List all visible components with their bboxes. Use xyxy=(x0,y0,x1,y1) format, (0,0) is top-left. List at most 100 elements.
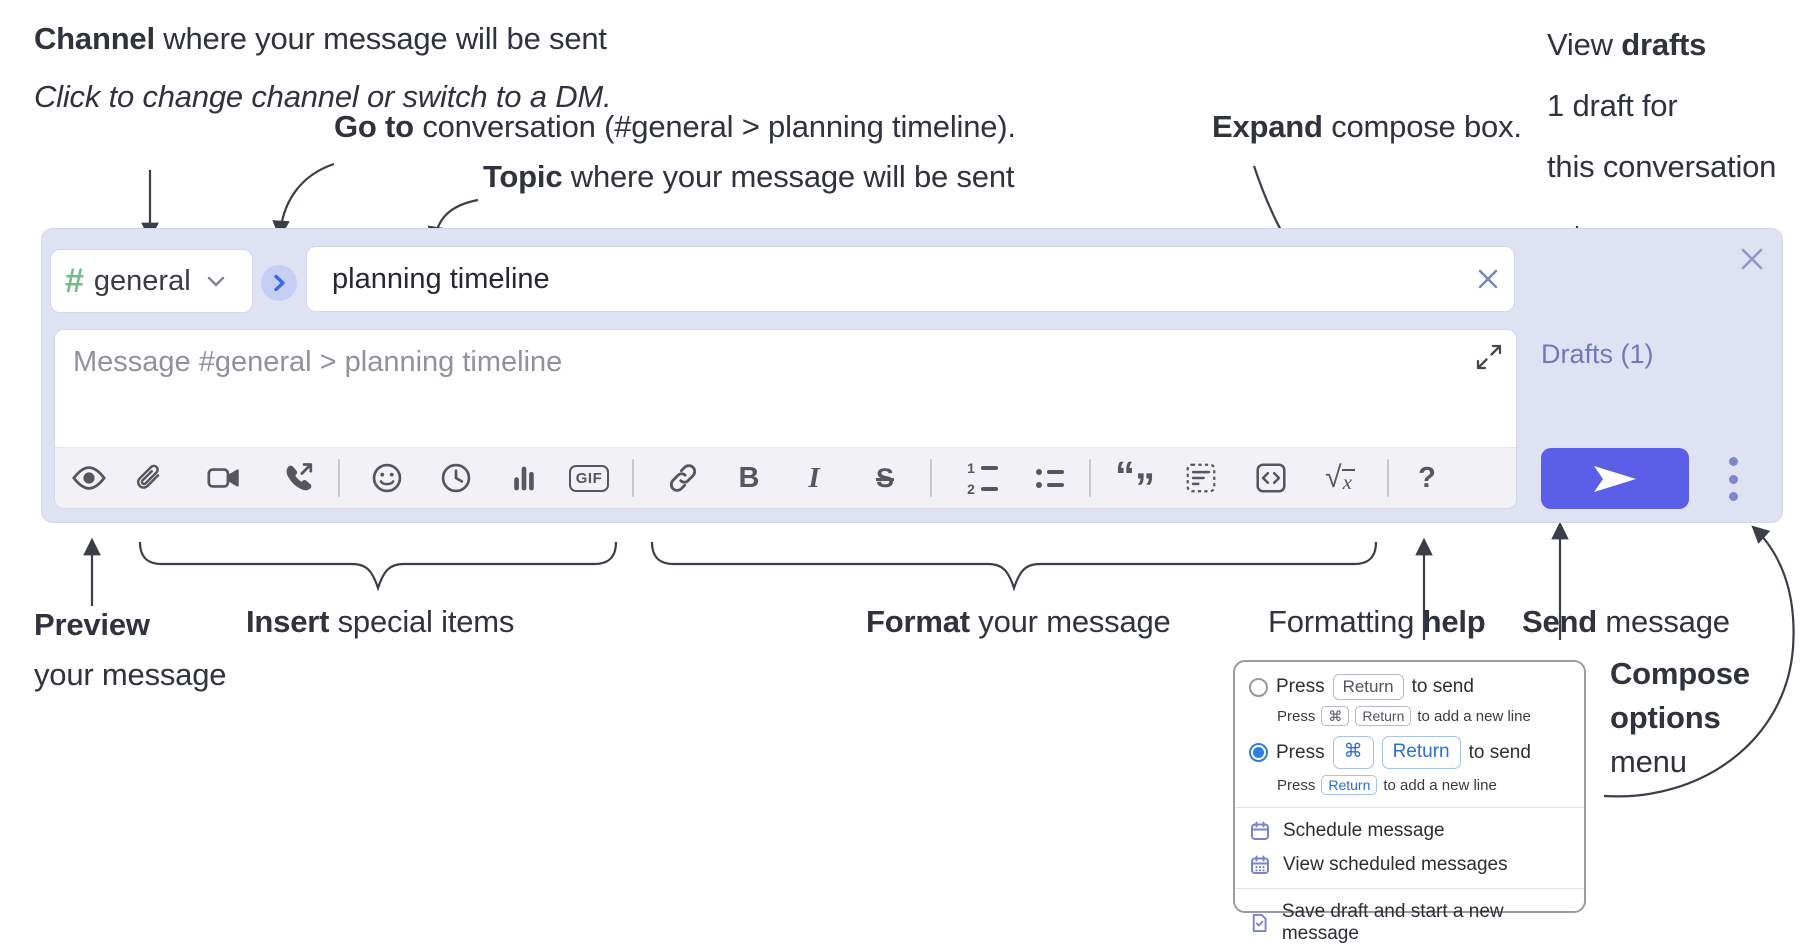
clear-topic-button[interactable] xyxy=(1462,247,1514,311)
draft-document-check-icon xyxy=(1252,914,1267,933)
label-preview: Preview your message xyxy=(34,607,227,692)
toolbar-divider xyxy=(1089,459,1091,497)
message-container: GIF B I xyxy=(54,329,1517,509)
message-area xyxy=(55,330,1516,447)
poll-button[interactable] xyxy=(500,454,548,502)
label-insert: Insert special items xyxy=(246,604,515,639)
bulleted-list-icon xyxy=(1036,468,1064,488)
expand-compose-button[interactable] xyxy=(1474,342,1504,372)
attach-file-button[interactable] xyxy=(125,454,173,502)
toolbar-divider xyxy=(930,459,932,497)
link-button[interactable] xyxy=(659,454,707,502)
send-plane-icon xyxy=(1594,465,1636,492)
go-to-conversation-button[interactable] xyxy=(261,265,297,301)
code-icon xyxy=(1256,463,1286,493)
menu-item-view-scheduled-messages[interactable]: View scheduled messages xyxy=(1235,848,1584,882)
calendar-icon xyxy=(1251,821,1269,841)
kbd-return: Return xyxy=(1321,774,1378,796)
toolbar-divider xyxy=(338,459,340,497)
annotation-view-drafts-line1: View drafts xyxy=(1547,27,1707,62)
latex-math-icon: √x xyxy=(1325,463,1355,493)
brace-format xyxy=(650,541,1378,592)
label-send-message: Send message xyxy=(1522,604,1730,639)
eye-icon xyxy=(72,466,106,490)
label-formatting-help: Formatting help xyxy=(1268,604,1486,639)
menu-item-save-draft[interactable]: Save draft and start a new message xyxy=(1235,895,1584,944)
phone-call-icon xyxy=(286,463,313,491)
toolbar-divider xyxy=(1387,459,1389,497)
label-compose-options-menu: Compose options menu xyxy=(1610,656,1750,779)
menu-option-return-to-send[interactable]: Press Return to send xyxy=(1235,670,1584,704)
kbd-cmd: ⌘ xyxy=(1332,736,1374,769)
brace-insert xyxy=(138,541,618,592)
strikethrough-icon: S xyxy=(875,462,894,493)
annotation-view-drafts: View drafts 1 draft for this conversatio… xyxy=(1547,14,1776,197)
formatting-help-button[interactable]: ? xyxy=(1403,454,1451,502)
kbd-return: Return xyxy=(1332,674,1404,701)
radio-selected-icon[interactable] xyxy=(1249,743,1268,763)
send-button[interactable] xyxy=(1541,448,1689,509)
drafts-link[interactable]: Drafts (1) xyxy=(1541,339,1654,369)
gif-icon: GIF xyxy=(568,464,610,492)
code-button[interactable] xyxy=(1247,454,1295,502)
kbd-return: Return xyxy=(1381,736,1461,769)
radio-unselected-icon[interactable] xyxy=(1249,677,1268,697)
question-mark-icon: ? xyxy=(1418,461,1436,494)
smiley-icon xyxy=(372,463,402,493)
preview-button[interactable] xyxy=(65,454,113,502)
strikethrough-button[interactable]: S xyxy=(861,454,909,502)
close-compose-button[interactable] xyxy=(1738,245,1766,273)
bold-icon: B xyxy=(738,461,760,494)
compose-toolbar: GIF B I xyxy=(55,447,1516,508)
connector-goto xyxy=(272,162,335,239)
time-button[interactable] xyxy=(432,454,480,502)
compose-options-menu: Press Return to send Press ⌘ Return to a… xyxy=(1233,660,1586,944)
menu-divider xyxy=(1235,807,1584,809)
annotation-channel-line2: Click to change channel or switch to a D… xyxy=(34,79,612,114)
numbered-list-button[interactable]: 1 2 xyxy=(958,454,1006,502)
compose-options-button[interactable] xyxy=(1718,457,1748,501)
clock-icon xyxy=(441,463,471,493)
annotation-view-drafts-line3: this conversation xyxy=(1547,149,1777,184)
numbered-list-icon: 1 2 xyxy=(967,461,998,496)
quote-button[interactable]: “ ” xyxy=(1111,454,1159,509)
math-button[interactable]: √x xyxy=(1316,454,1364,502)
label-format: Format your message xyxy=(866,604,1171,639)
bold-button[interactable]: B xyxy=(725,454,773,502)
compose-box: # general xyxy=(41,228,1783,523)
menu-option-cmd-return-to-send[interactable]: Press ⌘ Return to send xyxy=(1235,732,1584,773)
toolbar-divider xyxy=(632,459,634,497)
annotation-channel: Channel where your message will be sent … xyxy=(34,10,612,126)
audio-call-button[interactable] xyxy=(275,454,323,502)
calendar-dots-icon xyxy=(1251,855,1269,875)
topic-field xyxy=(306,246,1515,312)
spoiler-button[interactable] xyxy=(1177,454,1225,502)
bulleted-list-button[interactable] xyxy=(1026,454,1074,502)
channel-hash-icon: # xyxy=(65,261,84,300)
bar-chart-icon xyxy=(514,466,534,491)
italic-button[interactable]: I xyxy=(790,454,838,502)
menu-option-return-to-send-sub: Press ⌘ Return to add a new line xyxy=(1277,706,1531,727)
paperclip-icon xyxy=(136,464,160,489)
kebab-dot xyxy=(1728,474,1738,484)
quote-icon: “ ” xyxy=(1115,454,1155,509)
annotation-goto: Go to conversation (#general > planning … xyxy=(334,109,1016,144)
topic-input[interactable] xyxy=(307,262,1462,296)
menu-item-schedule-message[interactable]: Schedule message xyxy=(1235,814,1584,848)
kebab-dot xyxy=(1728,457,1738,466)
channel-selector[interactable]: # general xyxy=(50,249,253,313)
emoji-button[interactable] xyxy=(363,454,411,502)
italic-icon: I xyxy=(808,461,820,494)
message-input[interactable] xyxy=(55,330,1516,447)
spoiler-icon xyxy=(1186,463,1216,493)
annotation-topic: Topic where your message will be sent xyxy=(483,159,1015,194)
video-call-button[interactable] xyxy=(200,454,248,502)
chevron-right-icon xyxy=(274,274,285,292)
video-camera-icon xyxy=(207,468,239,488)
gif-button[interactable]: GIF xyxy=(565,454,613,502)
annotation-channel-line1: Channel where your message will be sent xyxy=(34,21,607,56)
channel-name: general xyxy=(93,264,191,297)
kebab-dot xyxy=(1728,492,1738,501)
close-icon xyxy=(1741,248,1763,270)
